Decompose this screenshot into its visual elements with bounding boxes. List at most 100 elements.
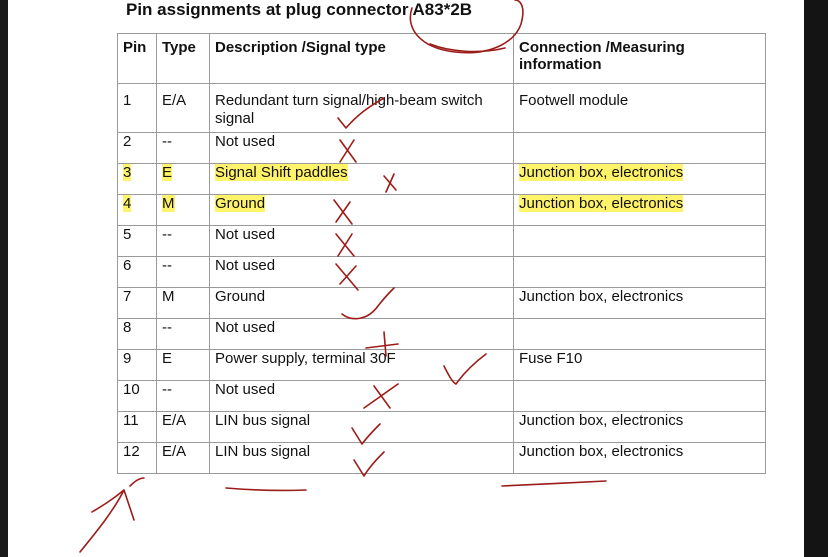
cell-connection: Junction box, electronics (513, 194, 766, 226)
cell-connection-text: Junction box, electronics (519, 288, 684, 305)
cell-description: Not used (209, 256, 514, 288)
cell-pin: 8 (117, 318, 157, 350)
cell-connection: Junction box, electronics (513, 163, 766, 195)
cell-connection (513, 380, 766, 412)
cell-type-text: E/A (162, 412, 187, 429)
cell-description: Not used (209, 318, 514, 350)
cell-pin-text: 2 (123, 133, 132, 150)
cell-pin: 9 (117, 349, 157, 381)
table-row: 11 E/A LIN bus signal Junction box, electro… (117, 411, 766, 443)
cell-connection (513, 225, 766, 257)
cell-type: E/A (156, 411, 210, 443)
cell-connection-text: Junction box, electronics (519, 412, 684, 429)
cell-connection-text: Junction box, electronics (519, 195, 684, 212)
cell-type: M (156, 194, 210, 226)
cell-connection-text: Fuse F10 (519, 350, 583, 367)
cell-type-text: -- (162, 226, 172, 243)
cell-type: -- (156, 380, 210, 412)
cell-pin: 5 (117, 225, 157, 257)
cell-description: Redundant turn signal/high-beam switch s… (209, 83, 514, 133)
cell-description-text: LIN bus signal (215, 443, 311, 460)
cell-pin: 3 (117, 163, 157, 195)
cell-pin: 1 (117, 83, 157, 133)
cell-description-text: Not used (215, 319, 276, 336)
cell-type-text: M (162, 288, 175, 305)
cell-type-text: E (162, 164, 173, 181)
cell-connection: Junction box, electronics (513, 287, 766, 319)
cell-description: Not used (209, 380, 514, 412)
cell-description: Ground (209, 287, 514, 319)
cell-description: Signal Shift paddles (209, 163, 514, 195)
table-row: 4 M Ground Junction box, electronics (117, 194, 766, 226)
table-row: 12 E/A LIN bus signal Junction box, electro… (117, 442, 766, 474)
cell-type-text: -- (162, 257, 172, 274)
column-header-description: Description /Signal type (209, 33, 514, 84)
cell-connection (513, 318, 766, 350)
cell-type: E (156, 163, 210, 195)
cell-description: Not used (209, 225, 514, 257)
table-row: 2 -- Not used (117, 132, 766, 164)
cell-pin-text: 1 (123, 92, 132, 109)
ink-arrow (79, 477, 145, 553)
cell-connection (513, 256, 766, 288)
cell-connection (513, 132, 766, 164)
table-header-row: Pin Type Description /Signal type Connec… (117, 33, 766, 84)
cell-description-text: Redundant turn signal/high-beam switch s… (215, 92, 483, 127)
left-edge-strip (0, 0, 8, 557)
cell-type: E/A (156, 83, 210, 133)
cell-description-text: Not used (215, 133, 276, 150)
cell-type: E/A (156, 442, 210, 474)
cell-pin-text: 8 (123, 319, 132, 336)
cell-description: Not used (209, 132, 514, 164)
cell-type-text: E/A (162, 92, 187, 109)
cell-pin: 7 (117, 287, 157, 319)
cell-pin-text: 5 (123, 226, 132, 243)
cell-description: LIN bus signal (209, 411, 514, 443)
cell-description-text: Ground (215, 195, 266, 212)
cell-type-text: M (162, 195, 175, 212)
cell-pin-text: 4 (123, 195, 132, 212)
cell-connection: Junction box, electronics (513, 411, 766, 443)
table-row: 8 -- Not used (117, 318, 766, 350)
table-row: 10 -- Not used (117, 380, 766, 412)
cell-description-text: Power supply, terminal 30F (215, 350, 396, 367)
document-title: Pin assignments at plug connector A83*2B (126, 0, 473, 19)
cell-description-text: Ground (215, 288, 266, 305)
cell-description-text: LIN bus signal (215, 412, 311, 429)
cell-description: Power supply, terminal 30F (209, 349, 514, 381)
cell-pin-text: 12 (123, 443, 140, 460)
table-row: 1 E/A Redundant turn signal/high-beam swit… (117, 83, 766, 133)
cell-type-text: -- (162, 133, 172, 150)
table-row: 3 E Signal Shift paddles Junction box, elec… (117, 163, 766, 195)
cell-pin: 2 (117, 132, 157, 164)
cell-description-text: Not used (215, 226, 276, 243)
cell-pin-text: 10 (123, 381, 140, 398)
cell-pin: 12 (117, 442, 157, 474)
cell-description: LIN bus signal (209, 442, 514, 474)
cell-pin-text: 6 (123, 257, 132, 274)
cell-description: Ground (209, 194, 514, 226)
cell-type: -- (156, 318, 210, 350)
ink-underline-connection (501, 480, 607, 487)
cell-pin: 11 (117, 411, 157, 443)
cell-pin: 10 (117, 380, 157, 412)
column-header-pin: Pin (117, 33, 157, 84)
cell-connection: Fuse F10 (513, 349, 766, 381)
cell-description-text: Not used (215, 381, 276, 398)
cell-connection: Junction box, electronics (513, 442, 766, 474)
cell-connection-text: Junction box, electronics (519, 443, 684, 460)
cell-pin: 4 (117, 194, 157, 226)
table-row: 5 -- Not used (117, 225, 766, 257)
cell-description-text: Signal Shift paddles (215, 164, 348, 181)
cell-pin-text: 9 (123, 350, 132, 367)
ink-underline-description (225, 487, 307, 492)
cell-pin-text: 3 (123, 164, 132, 181)
cell-pin-text: 11 (123, 412, 139, 429)
cell-type: -- (156, 225, 210, 257)
pin-assignment-table: Pin Type Description /Signal type Connec… (117, 33, 766, 474)
table-row: 6 -- Not used (117, 256, 766, 288)
cell-type-text: E/A (162, 443, 187, 460)
